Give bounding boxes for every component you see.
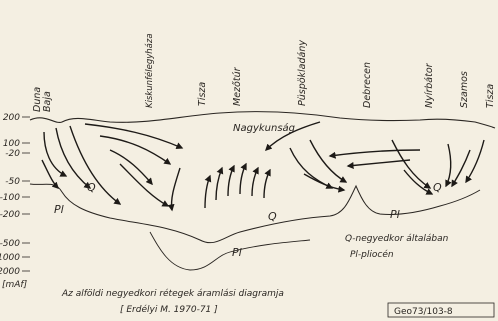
- layer-q-east: Q: [433, 181, 442, 194]
- layer-pl-east: Pl: [390, 208, 400, 221]
- caption-title: Az alföldi negyedkori rétegek áramlási d…: [61, 288, 284, 299]
- caption-source: [ Erdélyi M. 1970-71 ]: [120, 304, 218, 315]
- layer-q-center: Q: [268, 210, 277, 223]
- legend-pl: Pl-pliocén: [350, 249, 394, 260]
- tick-label: -1000: [0, 253, 20, 263]
- label-szamos: Szamos: [459, 71, 470, 108]
- label-duna: DunaBaja: [32, 87, 53, 112]
- pliocene-base: [150, 232, 310, 270]
- tick-label: -2000: [0, 267, 20, 277]
- label-tisza-2: Tisza: [485, 84, 496, 108]
- label-mezotur: Mezőtúr: [232, 66, 243, 106]
- tick-label: -500: [0, 239, 20, 249]
- tick-label: 200: [3, 113, 20, 123]
- layer-pl-west: Pl: [54, 203, 64, 216]
- legend-q: Q-negyedkor általában: [345, 234, 449, 244]
- tick-label: -100: [0, 193, 20, 203]
- flow-arrows: [42, 122, 484, 210]
- label-kiskunfelegyhaza: Kiskunfélegyháza: [144, 33, 155, 108]
- depth-axis: 200 100 -20 -50 -100 -200 -500 -1000 -20…: [0, 113, 30, 290]
- tick-label: -50: [5, 177, 20, 187]
- label-tisza-1: Tisza: [197, 82, 208, 106]
- depth-unit: [mAf]: [2, 280, 28, 290]
- label-nyirbator: Nyírbátor: [424, 62, 435, 108]
- tick-label: -20: [5, 149, 20, 159]
- layer-pl-center: Pl: [232, 246, 242, 259]
- label-puspokladany: Püspökladány: [297, 40, 308, 106]
- layer-q-west: Q: [87, 181, 96, 194]
- label-debrecen: Debrecen: [362, 62, 373, 108]
- tick-label: 100: [3, 139, 20, 149]
- tick-label: -200: [0, 210, 20, 220]
- figure-code: Geo73/103-8: [394, 307, 453, 317]
- region-label: Nagykunság: [233, 122, 295, 134]
